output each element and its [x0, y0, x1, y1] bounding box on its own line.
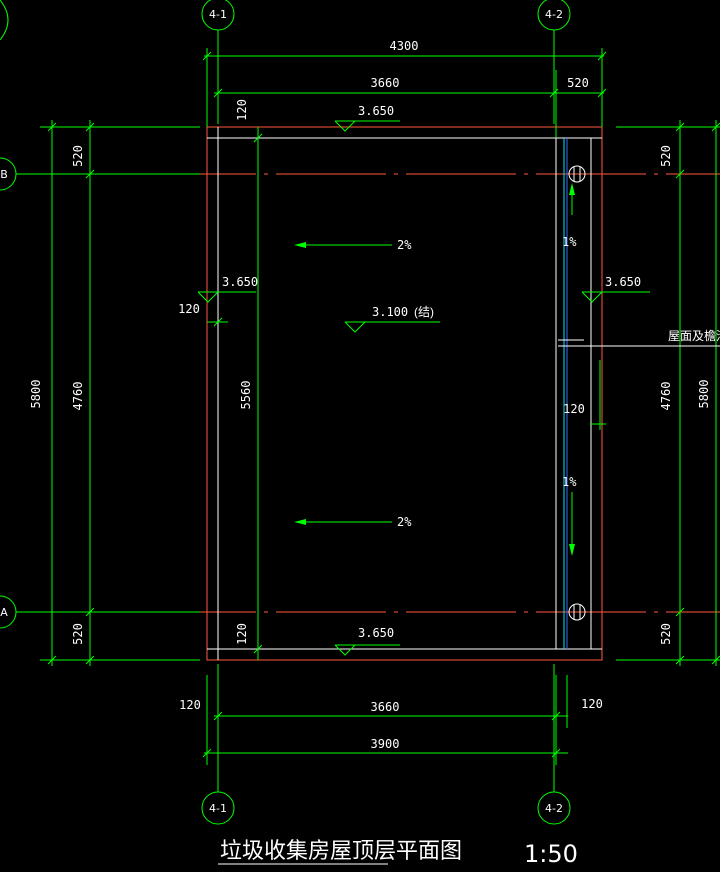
right-dimension-chain [590, 120, 720, 666]
svg-text:1%: 1% [562, 235, 577, 249]
svg-text:3.100: 3.100 [372, 305, 408, 319]
elevation-mark-right: 3.650 [581, 275, 650, 303]
dim-top-inner: 3660 [371, 76, 400, 90]
bottom-dimension-chain [202, 675, 568, 765]
svg-text:A: A [0, 606, 8, 619]
drawing-scale: 1:50 [524, 840, 578, 868]
svg-text:1%: 1% [562, 475, 577, 489]
dim-right-bottom-520: 520 [659, 623, 673, 645]
axis-lines [16, 30, 720, 792]
dim-left-inner-total: 4760 [71, 382, 85, 411]
downpipe-top [568, 165, 586, 183]
elevation-mark-top: 3.650 [334, 104, 400, 132]
axis-bubble-bottom-left: 4-1 [201, 791, 235, 825]
elevation-mark-bottom: 3.650 [334, 626, 400, 656]
svg-text:2%: 2% [397, 515, 412, 529]
dim-left-bottom-520: 520 [71, 623, 85, 645]
building-outline [206, 126, 603, 661]
dim-right-inner-total: 4760 [659, 382, 673, 411]
svg-text:3.650: 3.650 [605, 275, 641, 289]
dim-right-mid-120: 120 [563, 402, 585, 416]
svg-text:4-2: 4-2 [545, 8, 563, 21]
svg-text:3.650: 3.650 [222, 275, 258, 289]
elevation-mark-center: 3.100 (结) [344, 305, 440, 333]
dim-inner-bottom-120: 120 [235, 623, 249, 645]
axis-bubble-b: B [0, 157, 17, 191]
gutter-slope-lower: 1% [562, 475, 577, 556]
dim-bottom-total: 3900 [371, 737, 400, 751]
axis-bubble-top-left: 4-1 [201, 0, 235, 31]
elevation-mark-left: 3.650 [197, 275, 258, 303]
drawing-title: 垃圾收集房屋顶层平面图 [220, 839, 462, 864]
dim-left-top-520: 520 [71, 145, 85, 167]
dim-bottom-right-wall: 120 [581, 697, 603, 711]
slope-arrow-upper: 2% [294, 238, 412, 252]
dim-right-outer-total: 5800 [697, 380, 711, 409]
dim-bottom-inner: 3660 [371, 700, 400, 714]
slope-arrow-lower: 2% [294, 515, 412, 529]
svg-text:B: B [0, 168, 8, 181]
dim-left-mid-120: 120 [178, 302, 200, 316]
dim-left-outer-total: 5800 [29, 380, 43, 409]
dim-top-right: 520 [567, 76, 589, 90]
gutter-slope-upper: 1% [562, 183, 577, 249]
svg-text:4-1: 4-1 [209, 802, 227, 815]
dim-top-total: 4300 [390, 39, 419, 53]
svg-text:3.650: 3.650 [358, 626, 394, 640]
axis-bubble-a: A [0, 595, 17, 629]
axis-bubble-top-right: 4-2 [537, 0, 571, 31]
dim-wall-top-left: 120 [235, 99, 249, 121]
left-dimension-chain [40, 120, 263, 666]
svg-text:3.650: 3.650 [358, 104, 394, 118]
axis-bubble-bottom-right: 4-2 [537, 791, 571, 825]
svg-text:4-2: 4-2 [545, 802, 563, 815]
partial-bubble-corner [0, 0, 9, 41]
dim-bottom-left-wall: 120 [179, 698, 201, 712]
downpipe-bottom [568, 603, 586, 621]
dim-right-top-520: 520 [659, 145, 673, 167]
svg-text:屋面及檐沟: 屋面及檐沟 [668, 329, 720, 343]
dim-inner-height: 5560 [239, 381, 253, 410]
roof-gutter-annotation: 屋面及檐沟 [558, 329, 720, 347]
svg-text:(结): (结) [414, 305, 434, 319]
svg-text:4-1: 4-1 [209, 8, 227, 21]
top-dimension-chain [202, 48, 607, 138]
svg-text:2%: 2% [397, 238, 412, 252]
